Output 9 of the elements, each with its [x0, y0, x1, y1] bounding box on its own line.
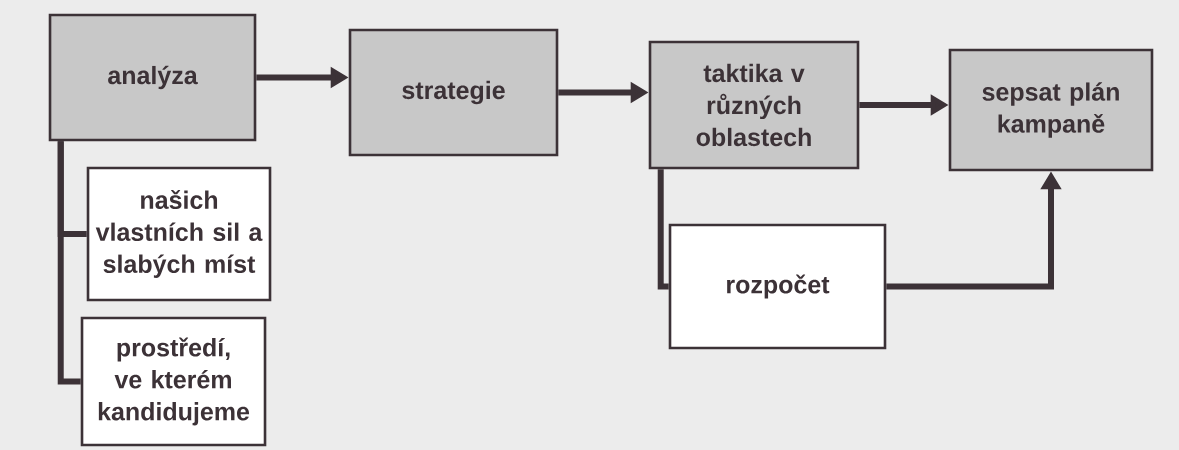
process-box: sepsat plán kampaně [948, 48, 1154, 172]
connector-line [57, 141, 81, 385]
detail-box: našich vlastních sil a slabých míst [86, 166, 272, 302]
detail-box: prostředí, ve kterém kandidujeme [80, 316, 267, 447]
detail-box: rozpočet [668, 223, 887, 350]
process-box: strategie [348, 28, 559, 157]
connector-line [657, 169, 669, 290]
process-box: analýza [48, 13, 257, 142]
process-box: taktika v různých oblastech [648, 40, 860, 170]
